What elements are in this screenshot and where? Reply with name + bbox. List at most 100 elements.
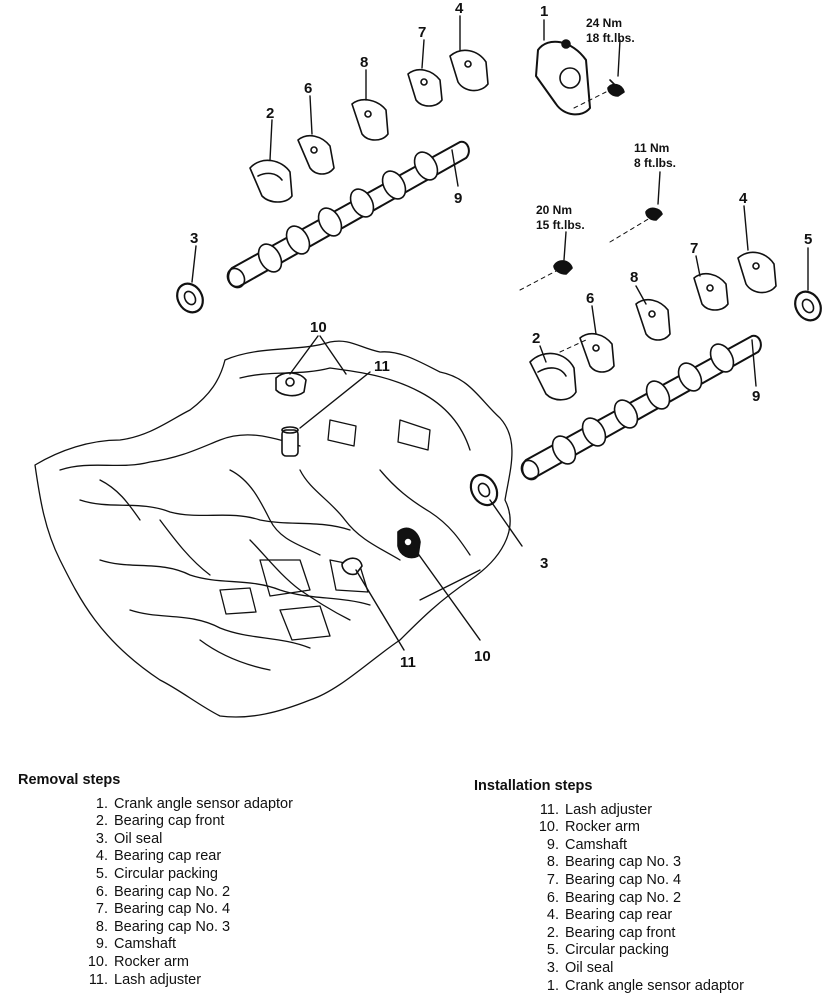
bearing-cap-no2-lower [579,332,615,373]
step-number: 11. [539,801,559,818]
callout-7-lower: 7 [690,240,698,257]
removal-step: 4. Bearing cap rear [18,848,293,866]
step-text: Bearing cap No. 4 [565,871,682,888]
callout-11-lower: 11 [400,654,416,671]
bolt-adaptor [607,79,625,97]
step-text: Bearing cap rear [565,907,673,924]
step-text: Bearing cap No. 2 [114,883,231,900]
callout-10-lower: 10 [474,648,491,665]
step-number: 1. [546,977,559,994]
lash-adjuster-upper [281,426,299,457]
installation-step: 1. Crank angle sensor adaptor [474,978,744,996]
removal-step: 3.Oil seal [18,831,293,849]
step-number: 11. [88,971,108,988]
bearing-cap-rear-upper [449,49,489,92]
step-number: 5. [95,865,108,882]
bearing-cap-no3-upper [351,98,389,141]
removal-step: 11. Lash adjuster [18,972,293,990]
torque-specs: 24 Nm 18 ft.lbs. 11 Nm 8 ft.lbs. 20 Nm 1… [536,16,676,232]
bearing-cap-rear-lower [737,251,777,294]
step-number: 8. [546,854,559,871]
step-text: Crank angle sensor adaptor [114,795,293,812]
cylinder-head [34,340,513,718]
exploded-camshaft-diagram: 1 4 7 8 6 2 9 3 4 5 7 8 6 2 9 10 11 3 11… [34,0,822,718]
step-text: Lash adjuster [114,971,202,988]
installation-step: 10.Rocker arm [474,819,744,837]
removal-step: 6.Bearing cap No. 2 [18,884,293,902]
bearing-cap-no4-lower [693,272,729,311]
bearing-cap-no3-lower [635,298,671,341]
step-number: 3. [546,959,559,976]
callout-10-upper: 10 [310,319,327,336]
installation-step: 8. Bearing cap No. 3 [474,854,744,872]
bearing-cap-no4-upper [407,68,443,107]
step-number: 7. [95,901,108,918]
rocker-arm-upper [275,372,307,397]
callout-4-lower: 4 [739,190,748,207]
callout-5: 5 [804,231,812,248]
step-number: 5. [546,942,559,959]
step-text: Bearing cap No. 3 [565,854,682,871]
callout-2-lower: 2 [532,330,540,347]
torque-11-ftlbs: 8 ft.lbs. [634,156,676,170]
callout-2-upper: 2 [266,105,274,122]
callout-1: 1 [540,3,548,20]
callout-11-upper: 11 [374,358,390,375]
installation-step: 3.Oil seal [474,960,744,978]
installation-step: 7. Bearing cap No. 4 [474,872,744,890]
callout-3-upper: 3 [190,230,198,247]
removal-step: 9.Camshaft [18,936,293,954]
callout-8-lower: 8 [630,269,638,286]
removal-step: 7. Bearing cap No. 4 [18,901,293,919]
bearing-cap-front-upper [249,159,293,203]
installation-step: 6.Bearing cap No. 2 [474,890,744,908]
step-number: 10. [538,819,559,836]
assembly-lines [519,91,651,353]
torque-20-nm: 20 Nm [536,203,572,217]
step-text: Bearing cap front [114,813,225,830]
step-text: Circular packing [565,942,669,959]
step-number: 4. [95,848,108,865]
bolt-cap-20nm [553,260,573,275]
removal-steps-heading: Removal steps [18,772,121,788]
camshaft-upper [226,140,470,289]
installation-steps: Installation steps 11. Lash adjuster 10.R… [474,778,744,995]
crank-angle-sensor-adaptor [535,39,591,116]
removal-step: 8.Bearing cap No. 3 [18,919,293,937]
removal-steps: Removal steps 1.Crank angle sensor adapt… [18,772,293,989]
oil-seal-lower [469,473,499,507]
bearing-cap-front-lower [529,352,577,401]
callout-6-upper: 6 [304,80,312,97]
callout-4-upper: 4 [455,0,464,17]
step-number: 3. [95,830,108,847]
step-number: 9. [546,836,559,853]
callout-6-lower: 6 [586,290,594,307]
installation-step: 9.Camshaft [474,837,744,855]
removal-step: 1.Crank angle sensor adaptor [18,796,293,814]
torque-24-ftlbs: 18 ft.lbs. [586,31,635,45]
torque-24-nm: 24 Nm [586,16,622,30]
step-text: Bearing cap No. 3 [114,918,231,935]
step-number: 10. [87,953,108,970]
rocker-arm-lower [397,527,421,559]
step-text: Bearing cap No. 4 [114,901,231,918]
camshaft-lower [520,334,762,481]
callout-8-upper: 8 [360,54,368,71]
step-text: Bearing cap No. 2 [565,889,682,906]
bolt-cap-11nm [645,207,663,221]
removal-steps-list: 1.Crank angle sensor adaptor 2.Bearing c… [18,796,293,990]
circular-packing [794,290,822,322]
callout-9-lower: 9 [752,388,760,405]
installation-steps-list: 11. Lash adjuster 10.Rocker arm 9.Camshaf… [474,802,744,996]
step-number: 4. [546,907,559,924]
step-text: Crank angle sensor adaptor [565,977,744,994]
installation-step: 4. Bearing cap rear [474,907,744,925]
step-number: 7. [546,871,559,888]
callout-9-upper: 9 [454,190,462,207]
bearing-cap-no2-upper [297,134,335,175]
installation-step: 2.Bearing cap front [474,925,744,943]
step-text: Circular packing [114,865,218,882]
installation-steps-heading: Installation steps [474,778,593,794]
step-text: Bearing cap rear [114,848,222,865]
step-text: Lash adjuster [565,801,653,818]
